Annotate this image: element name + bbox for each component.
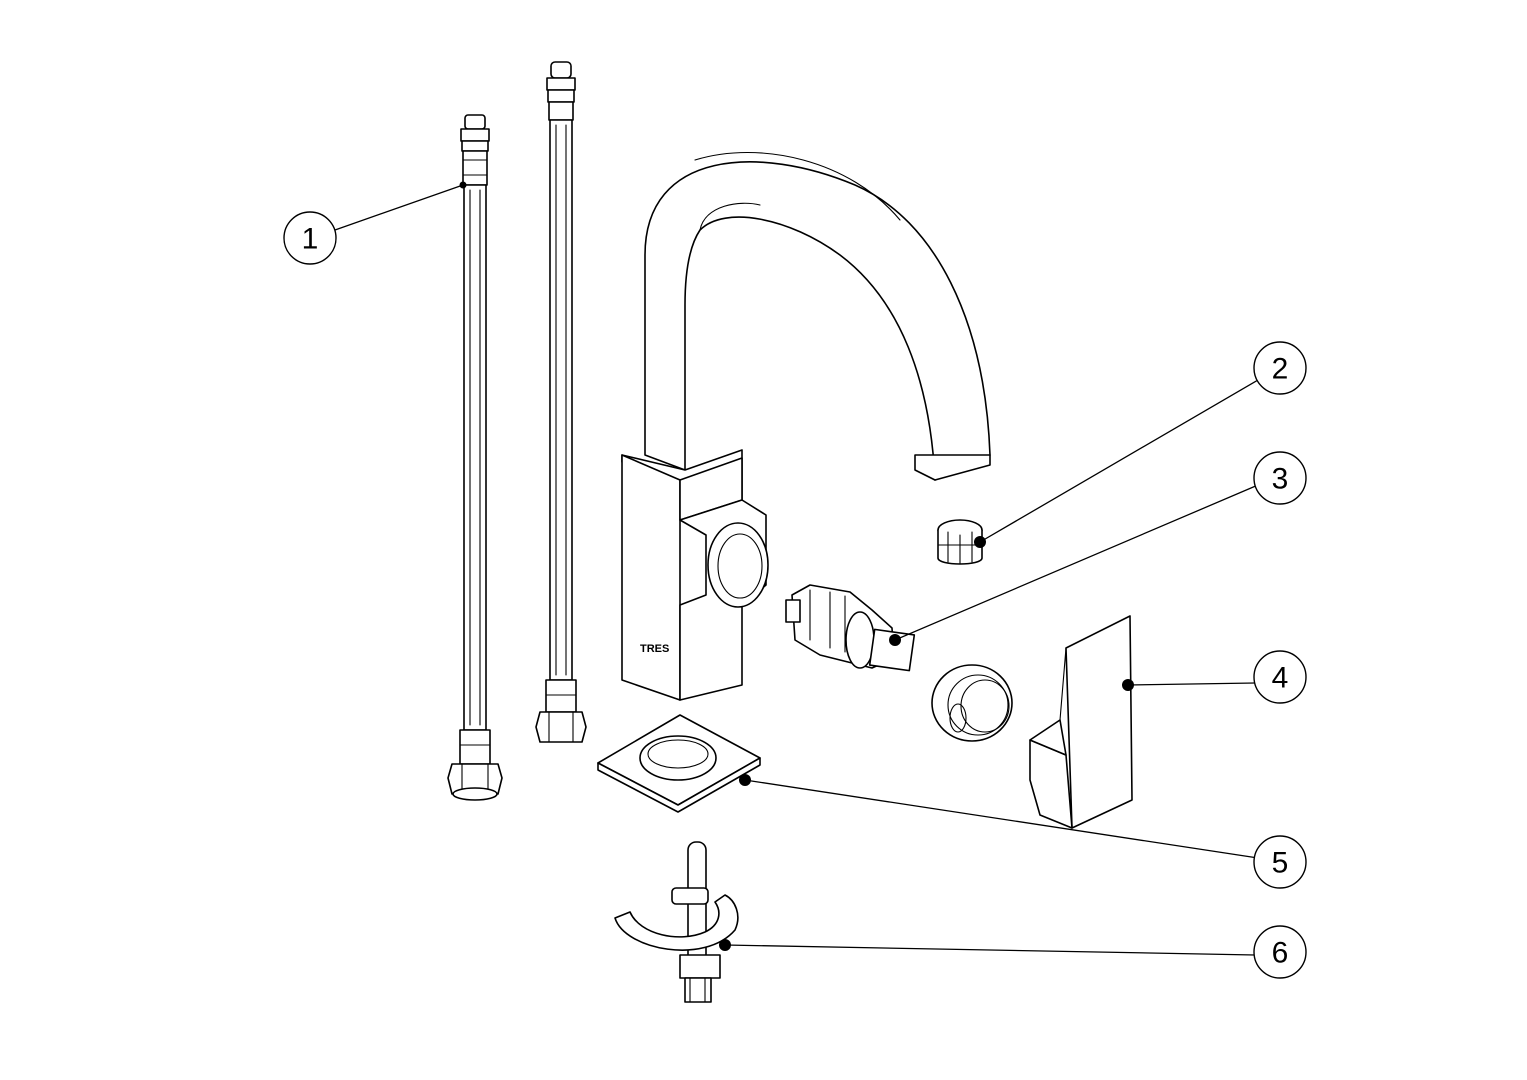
callout-2-number: 2 — [1272, 353, 1289, 386]
leader-dot-1 — [459, 181, 467, 189]
leader-3 — [894, 484, 1259, 641]
cartridge — [785, 584, 916, 672]
flexible-hose-left — [447, 114, 503, 801]
callout-5-number: 5 — [1272, 847, 1289, 880]
leader-4 — [1127, 682, 1256, 686]
callout-4-number: 4 — [1272, 662, 1289, 695]
flexible-hose-right — [535, 61, 587, 743]
leader-dot-4 — [1122, 679, 1134, 691]
leader-5 — [744, 779, 1259, 859]
aerator — [937, 519, 983, 565]
leader-2 — [979, 379, 1259, 543]
lever-handle — [1029, 615, 1133, 829]
callout-1: 1 — [283, 211, 337, 265]
callout-6-number: 6 — [1272, 937, 1289, 970]
callout-2: 2 — [1253, 341, 1307, 395]
callout-1-number: 1 — [302, 223, 319, 256]
leader-dot-5 — [739, 774, 751, 786]
leader-dot-3 — [889, 634, 901, 646]
brand-mark: TRES — [640, 643, 669, 655]
leader-6 — [724, 944, 1256, 956]
cover-ring — [931, 664, 1013, 742]
leader-dot-6 — [719, 939, 731, 951]
base-plate — [597, 714, 761, 813]
callout-6: 6 — [1253, 925, 1307, 979]
leader-1 — [334, 184, 464, 231]
faucet-body: TRES — [621, 151, 991, 701]
callout-4: 4 — [1253, 650, 1307, 704]
leader-dot-2 — [974, 536, 986, 548]
fixing-kit — [614, 841, 739, 1003]
leader-lines — [334, 181, 1259, 956]
callout-3: 3 — [1253, 451, 1307, 505]
callout-5: 5 — [1253, 835, 1307, 889]
callout-3-number: 3 — [1272, 463, 1289, 496]
